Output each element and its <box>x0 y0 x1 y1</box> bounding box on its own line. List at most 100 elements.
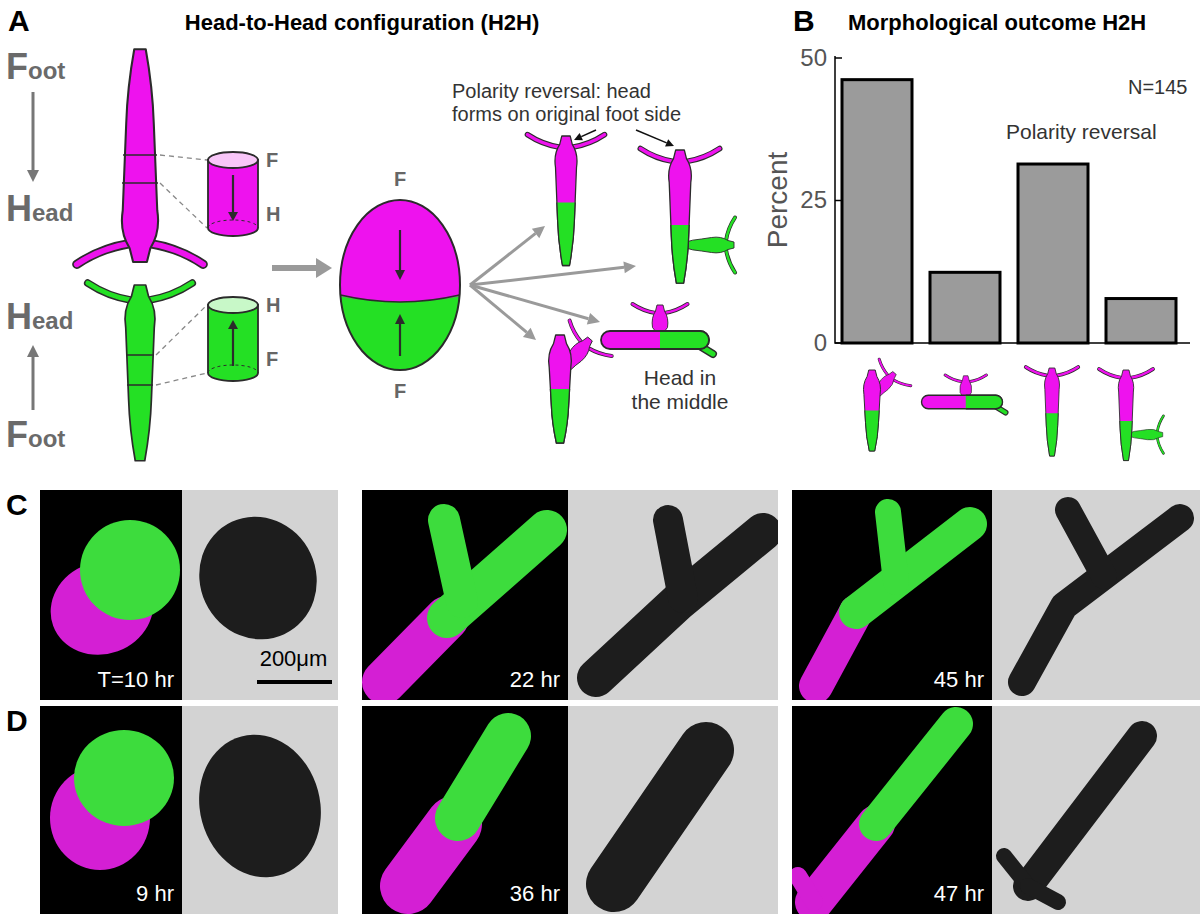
tentacle-outline <box>969 375 986 382</box>
polarity-arrow <box>395 314 405 356</box>
polarity-letter: H <box>266 203 280 226</box>
annotation: Head in the middle <box>628 366 732 414</box>
tentacle <box>726 218 735 241</box>
hydra-part <box>528 202 605 265</box>
time-label: 9 hr <box>136 881 174 906</box>
fluorescence-image: T=10 hr <box>40 490 182 700</box>
polarity-letter: F <box>266 149 278 172</box>
tentacle-outline <box>88 283 132 300</box>
tentacle-outline <box>640 149 673 162</box>
panel-title: Head-to-Head configuration (H2H) <box>185 10 539 35</box>
bar <box>842 80 912 343</box>
hydra-body <box>1118 421 1133 461</box>
time-label: 36 hr <box>510 881 560 906</box>
arrow-shaft <box>399 324 401 356</box>
tissue-cylinder: FH <box>200 145 290 245</box>
axis-label: Foot <box>6 414 65 455</box>
tentacle-outline <box>945 375 962 382</box>
arrow-head <box>228 212 238 221</box>
tick-label: 0 <box>814 329 827 357</box>
tentacle <box>1157 438 1163 454</box>
specimen-blob <box>74 730 174 826</box>
outcome-head-in-middle <box>922 375 1006 413</box>
time-label: 22 hr <box>510 667 560 692</box>
outcome-arrow <box>470 226 545 285</box>
tentacle-outline <box>1026 367 1048 376</box>
tentacle <box>588 341 611 363</box>
bar <box>930 272 1000 343</box>
tentacle-outline <box>665 304 688 313</box>
specimen-body <box>798 876 814 902</box>
hydra <box>1129 416 1164 453</box>
time-label: 47 hr <box>934 881 984 906</box>
polarity-arrow <box>395 230 405 280</box>
cut-line <box>122 182 158 184</box>
hydra-body <box>555 202 577 265</box>
specimen-body <box>1028 886 1058 902</box>
arrow-head <box>27 345 39 357</box>
panel-letter: A <box>8 4 30 39</box>
panel-title: Morphological outcome H2H <box>848 10 1146 35</box>
tentacle-outline <box>726 218 735 241</box>
aggregate-half <box>340 200 460 370</box>
tentacle <box>945 375 962 382</box>
fused-aggregate: FF <box>335 168 465 408</box>
hydra-part <box>1099 421 1153 461</box>
bar-annotation: Polarity reversal <box>1006 120 1157 144</box>
brightfield-image <box>992 706 1200 914</box>
axis-label: Foot <box>6 46 65 87</box>
arrow-shaft <box>232 175 234 212</box>
panel-letter: B <box>793 4 815 39</box>
specimen-body <box>1028 736 1142 886</box>
fluorescence-image: 45 hr <box>792 490 992 700</box>
outcome-two-heads <box>640 149 735 284</box>
specimen-body <box>444 520 462 602</box>
tissue-cylinder: HF <box>200 290 290 390</box>
tube-body-green <box>660 331 709 349</box>
hydra-body <box>122 49 158 262</box>
tentacle-outline <box>1157 416 1163 432</box>
specimen-body <box>876 724 956 824</box>
hydra <box>863 370 880 451</box>
polarity-letter: F <box>394 168 406 191</box>
tentacle <box>875 359 893 375</box>
cut-line <box>123 154 157 156</box>
hydra <box>1026 367 1078 456</box>
bar <box>1018 164 1088 343</box>
cylinder-body <box>208 305 258 381</box>
hydra <box>1099 369 1153 461</box>
arrow-shaft <box>32 357 35 410</box>
dashed-guide <box>156 305 207 355</box>
tentacle-outline <box>77 244 130 265</box>
arrow-head <box>395 270 405 280</box>
fluorescence-image: 9 hr <box>40 706 182 914</box>
tentacle-outline <box>1130 369 1153 378</box>
specimen-body <box>614 750 706 884</box>
tentacle <box>726 250 735 273</box>
specimen-body <box>458 736 508 818</box>
cylinder-top <box>208 297 258 313</box>
tube-body <box>922 395 1003 409</box>
polarity-arrow <box>228 320 238 366</box>
fluorescence-image: 36 hr <box>362 706 568 914</box>
tube-body-green <box>966 395 1003 409</box>
aggregate-half <box>340 200 460 370</box>
specimen-blob <box>182 497 337 658</box>
tentacle <box>77 244 130 265</box>
specimen-blob <box>80 520 180 620</box>
cylinder-back-edge <box>208 220 258 228</box>
bar <box>1106 299 1176 343</box>
outcome-side-head <box>540 321 612 443</box>
tube-body <box>601 331 709 349</box>
tentacle-outline <box>564 321 587 343</box>
panel-letter: D <box>6 704 28 739</box>
sample-size: N=145 <box>1128 76 1188 99</box>
tentacle <box>528 135 560 148</box>
hydra <box>640 149 719 284</box>
outcome-arrow <box>470 285 600 324</box>
arrow-head <box>623 261 636 273</box>
outcome-polarity-reversal <box>528 135 605 266</box>
axis-label: Head <box>6 296 73 337</box>
annotation: Polarity reversal: head forms on origina… <box>452 80 688 126</box>
tentacle <box>88 283 132 300</box>
